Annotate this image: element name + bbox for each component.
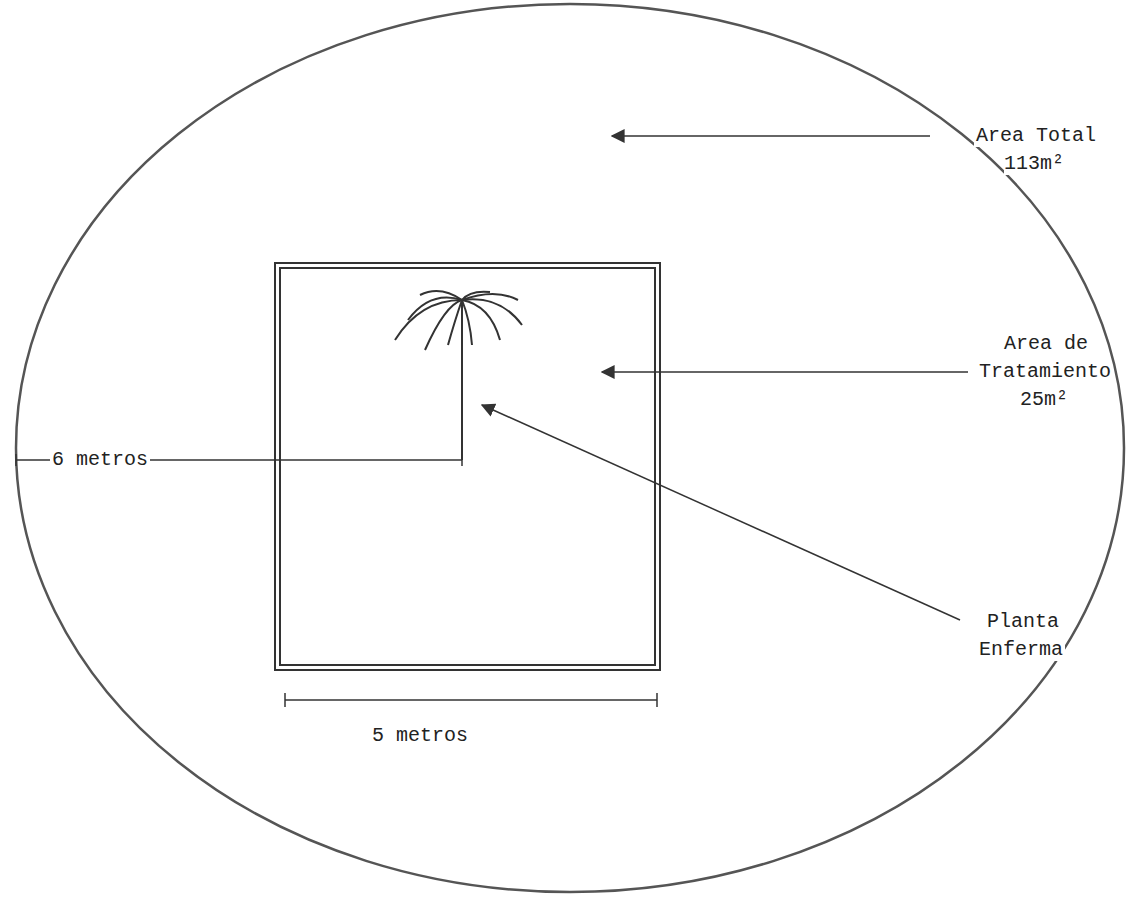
palm-plant <box>395 291 522 460</box>
dimension-label: 6 metros <box>50 448 150 471</box>
total-area-circle <box>16 4 1124 892</box>
dimension-label-box: 6 metros <box>40 446 160 474</box>
callout-label: Planta Enferma <box>979 610 1065 661</box>
callout-label-box: Area de Tratamiento 25m² <box>975 330 1115 414</box>
leader-lines <box>482 136 968 620</box>
callout-label: Area de Tratamiento 25m² <box>979 332 1111 411</box>
dimension-lines <box>16 454 657 707</box>
dimension-label: 5 metros <box>370 724 470 747</box>
treatment-square-outer <box>275 263 660 670</box>
treatment-square-inner <box>280 268 655 665</box>
callout-label-box: Area Total 113m² <box>970 122 1100 178</box>
dimension-label-box: 5 metros <box>360 722 480 750</box>
callout-label-box: Planta Enferma <box>967 608 1077 664</box>
callout-label: Area Total 113m² <box>974 124 1096 175</box>
